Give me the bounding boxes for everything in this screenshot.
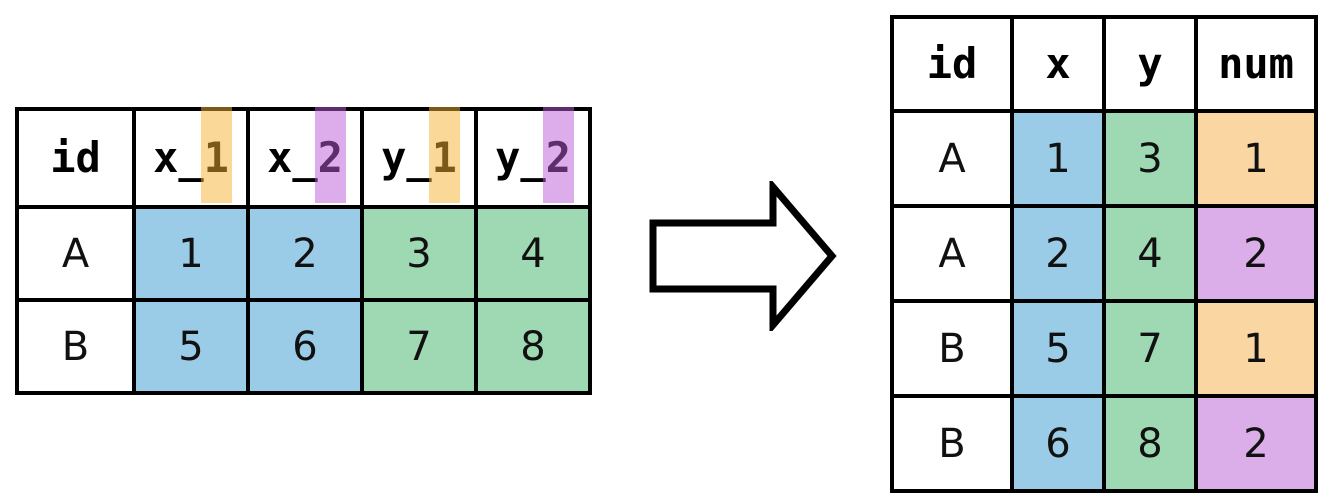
data-cell: 6	[1014, 398, 1102, 489]
row-label: B	[894, 398, 1010, 489]
long-header-num: num	[1198, 19, 1314, 109]
wide-header-y-1: y_1	[364, 107, 474, 205]
data-cell: 6	[250, 302, 360, 391]
row-label: A	[19, 209, 132, 298]
data-cell: 4	[478, 209, 588, 298]
data-cell: 5	[136, 302, 246, 391]
wide-header-y-2: y_2	[478, 107, 588, 205]
data-cell: 2	[1198, 398, 1314, 489]
wide-header-id: id	[19, 111, 132, 205]
wide-header-x-1: x_1	[136, 107, 246, 205]
data-cell: 2	[250, 209, 360, 298]
long-table: id x y num A 1 3 1 A 2 4 2 B 5 7 1 B 6 8…	[890, 15, 1318, 493]
header-prefix: x_	[153, 133, 204, 182]
long-header-x: x	[1014, 19, 1102, 109]
data-cell: 3	[364, 209, 474, 298]
header-prefix: y_	[495, 133, 546, 182]
data-cell: 7	[364, 302, 474, 391]
data-cell: 4	[1106, 208, 1194, 299]
long-header-id: id	[894, 19, 1010, 109]
transform-arrow-icon	[649, 181, 837, 331]
data-cell: 7	[1106, 303, 1194, 394]
data-cell: 1	[1014, 113, 1102, 204]
data-cell: 8	[478, 302, 588, 391]
header-label: id	[50, 133, 101, 182]
data-cell: 3	[1106, 113, 1194, 204]
wide-table: id x_1 x_2 y_1 y_2 A 1 2 3 4 B 5 6 7 8	[15, 107, 592, 395]
row-label: A	[894, 208, 1010, 299]
row-label: B	[894, 303, 1010, 394]
header-prefix: x_	[267, 133, 318, 182]
header-suffix: 2	[317, 133, 343, 182]
row-label: A	[894, 113, 1010, 204]
wide-header-x-2: x_2	[250, 107, 360, 205]
header-prefix: y_	[381, 133, 432, 182]
data-cell: 1	[1198, 113, 1314, 204]
data-cell: 5	[1014, 303, 1102, 394]
data-cell: 1	[1198, 303, 1314, 394]
header-suffix: 2	[545, 133, 571, 182]
header-suffix: 1	[431, 133, 457, 182]
long-header-y: y	[1106, 19, 1194, 109]
data-cell: 1	[136, 209, 246, 298]
data-cell: 8	[1106, 398, 1194, 489]
data-cell: 2	[1014, 208, 1102, 299]
row-label: B	[19, 302, 132, 391]
data-cell: 2	[1198, 208, 1314, 299]
header-suffix: 1	[203, 133, 229, 182]
